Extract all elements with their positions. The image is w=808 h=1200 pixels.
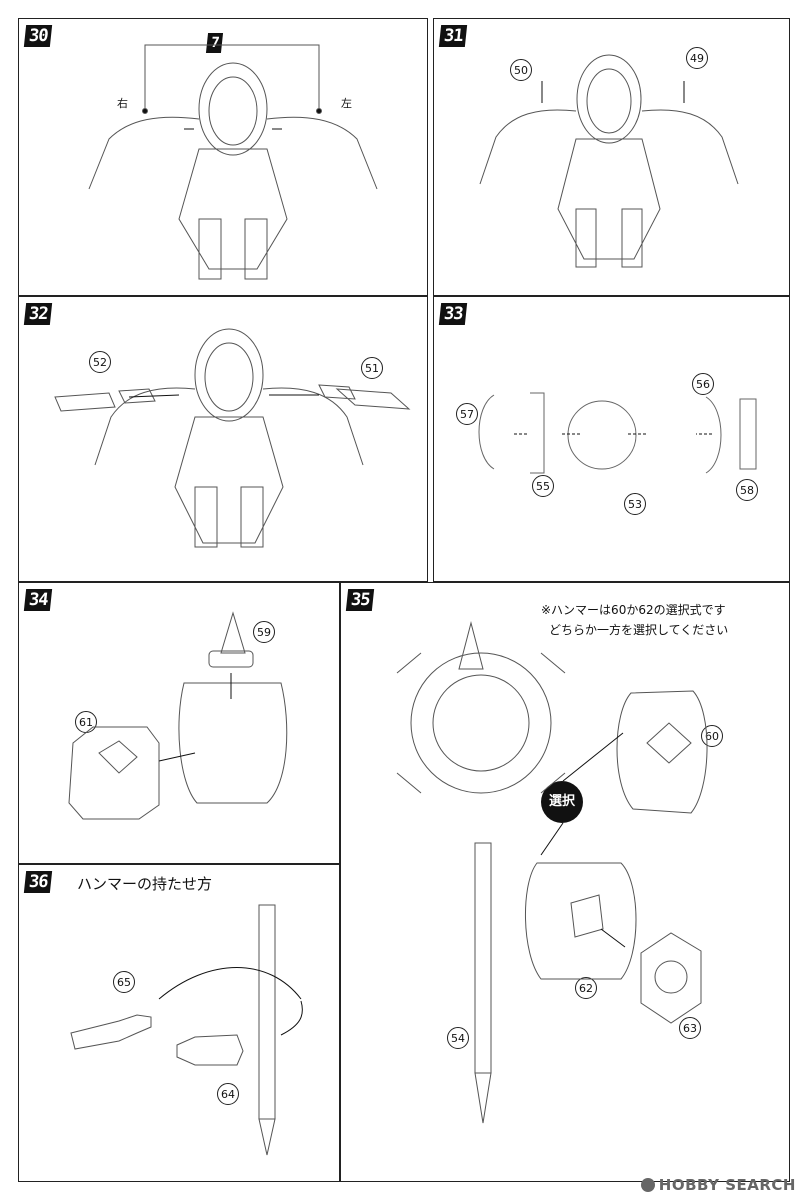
part-52-label: 52	[89, 351, 111, 373]
robot-front-drawing	[88, 44, 378, 280]
hammer-core-drawing	[478, 392, 757, 474]
step-36-title: ハンマーの持たせ方	[77, 875, 213, 893]
part-62-label: 62	[575, 977, 597, 999]
label-left: 左	[341, 97, 352, 110]
part-59-label: 59	[253, 621, 275, 643]
part-51-label: 51	[361, 357, 383, 379]
part-54-label: 54	[447, 1027, 469, 1049]
part-57-label: 57	[456, 403, 478, 425]
hammer-head-drawing	[68, 611, 288, 820]
part-64-label: 64	[217, 1083, 239, 1105]
part-63-label: 63	[679, 1017, 701, 1039]
hammer-assembly-drawing	[396, 621, 708, 1124]
label-right: 右	[117, 97, 128, 110]
step-33-panel: 33 57 55 53 56 58	[433, 296, 790, 582]
part-50-label: 50	[510, 59, 532, 81]
hobby-search-watermark: HOBBY SEARCH	[640, 1176, 796, 1194]
select-badge: 選択	[541, 781, 583, 823]
watermark-text: HOBBY SEARCH	[658, 1176, 796, 1194]
part-58-label: 58	[736, 479, 758, 501]
robot-front-drawing-31	[479, 54, 739, 268]
hobby-search-logo-icon	[640, 1178, 655, 1192]
step-36-panel: 36 ハンマーの持たせ方 65 64	[18, 864, 340, 1182]
step-30-panel: 30 7 右 左	[18, 18, 428, 296]
part-56-label: 56	[692, 373, 714, 395]
part-53-label: 53	[624, 493, 646, 515]
step-34-panel: 34 59 61	[18, 582, 340, 864]
step-31-panel: 31 50 49	[433, 18, 790, 296]
selection-note-line1: ※ハンマーは60か62の選択式です	[541, 603, 726, 617]
part-65-label: 65	[113, 971, 135, 993]
robot-fins-drawing	[54, 328, 411, 548]
step-32-panel: 32 52 51	[18, 296, 428, 582]
part-49-label: 49	[686, 47, 708, 69]
part-55-label: 55	[532, 475, 554, 497]
step-35-panel: 35 ※ハンマーは60か62の選択式です どちらか一方を選択してください 選択 …	[340, 582, 790, 1182]
selection-note-line2: どちらか一方を選択してください	[549, 623, 729, 637]
hammer-grip-drawing	[70, 904, 303, 1156]
